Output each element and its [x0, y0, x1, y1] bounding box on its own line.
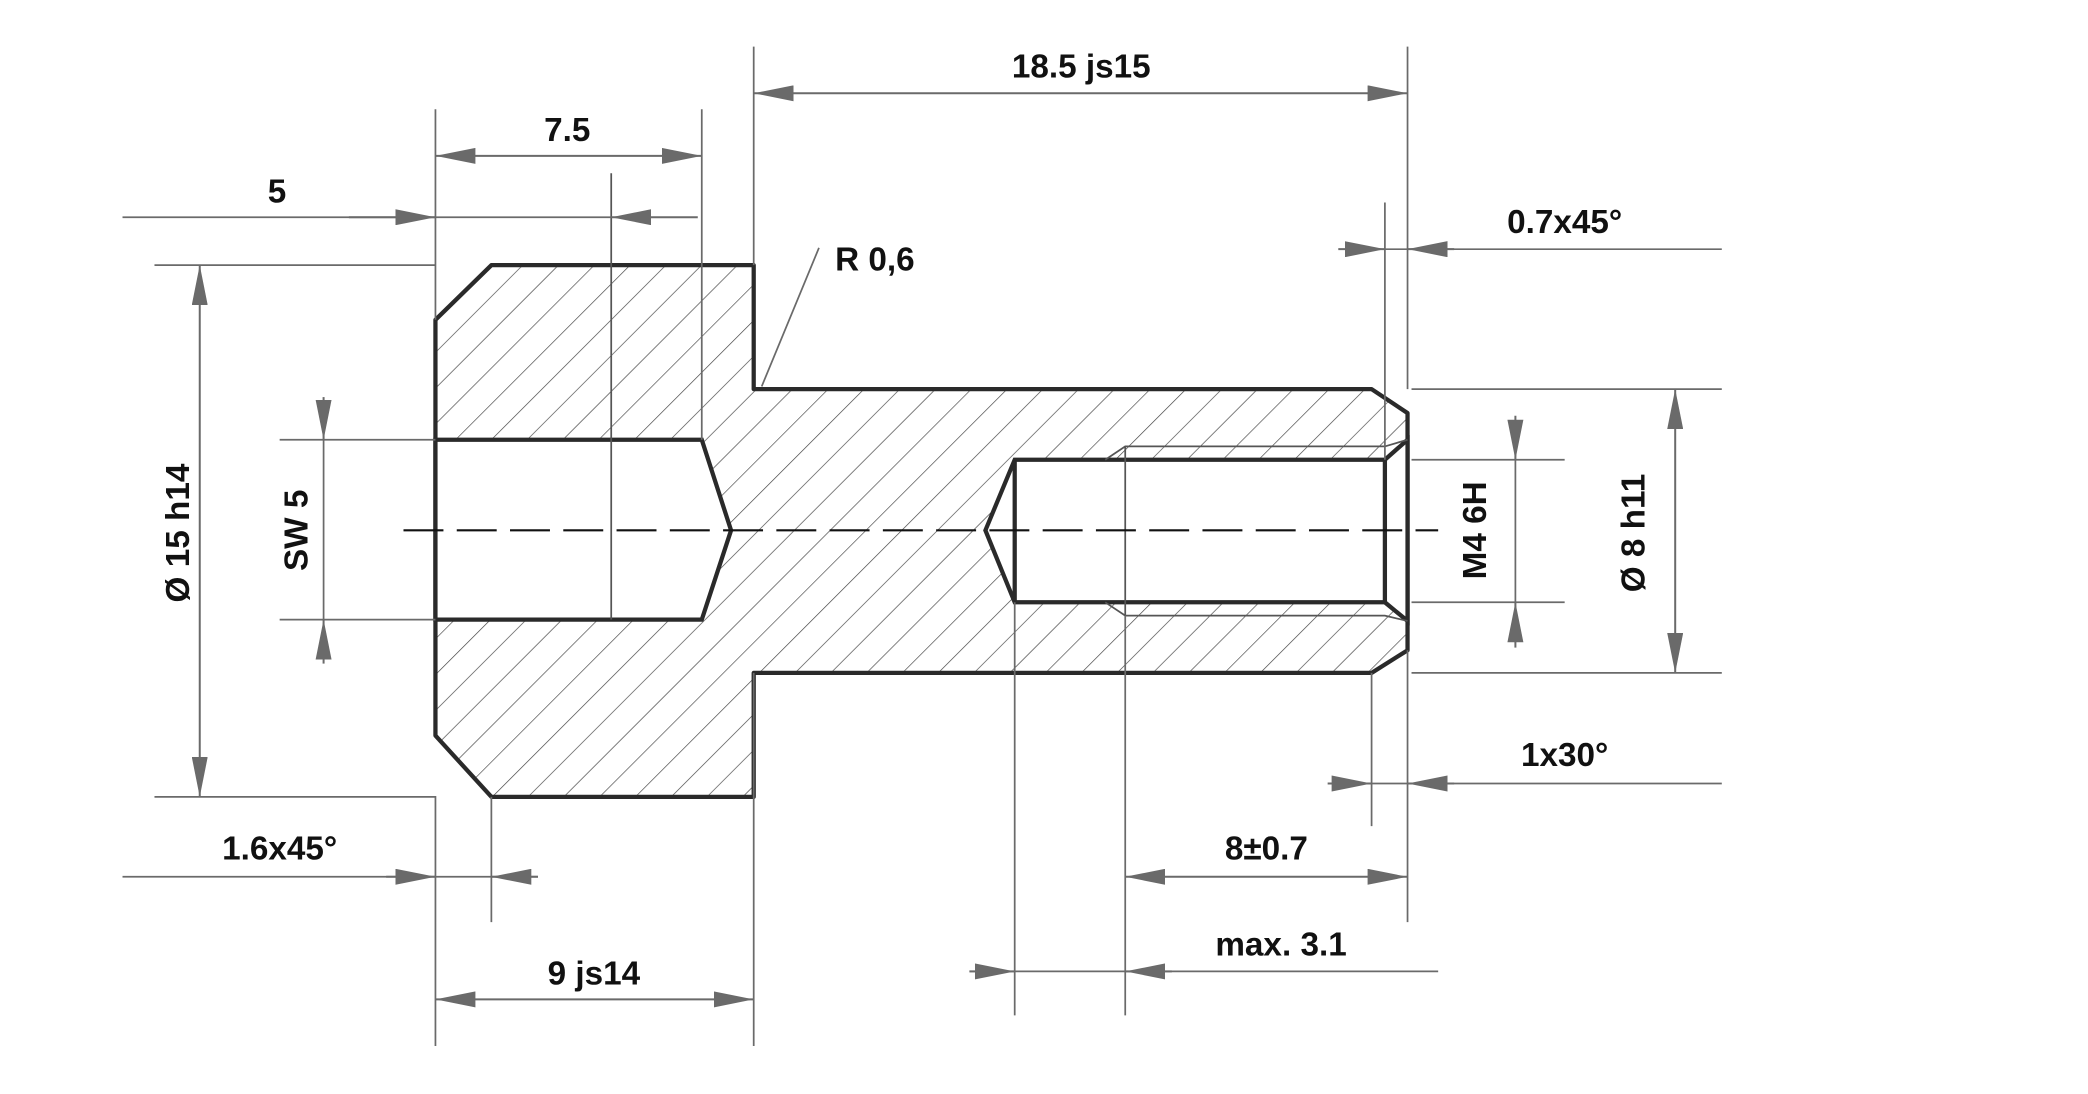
dim-head-diameter: Ø 15 h14	[160, 463, 197, 602]
dim-socket-offset: 5	[268, 174, 287, 211]
dim-socket-depth: 7.5	[544, 112, 590, 149]
dim-thread-depth: 8±0.7	[1225, 830, 1308, 867]
dim-overall-length: 18.5 js15	[1012, 48, 1151, 85]
dim-head-length: 9 js14	[548, 956, 641, 993]
dim-fillet-radius: R 0,6	[835, 241, 915, 278]
dim-head-chamfer: 1.6x45°	[222, 830, 337, 867]
dim-end-chamfer: 0.7x45°	[1507, 204, 1622, 241]
part-section	[403, 173, 1439, 799]
dim-socket-size: SW 5	[279, 490, 316, 571]
dim-shank-diameter: Ø 8 h11	[1616, 474, 1653, 593]
dimension-lines	[122, 85, 1722, 1008]
dim-thread-chamfer: 1x30°	[1521, 737, 1608, 774]
dim-thread: M4 6H	[1457, 481, 1494, 579]
dim-thread-runout: max. 3.1	[1215, 926, 1346, 963]
tapped-hole	[983, 435, 1410, 626]
